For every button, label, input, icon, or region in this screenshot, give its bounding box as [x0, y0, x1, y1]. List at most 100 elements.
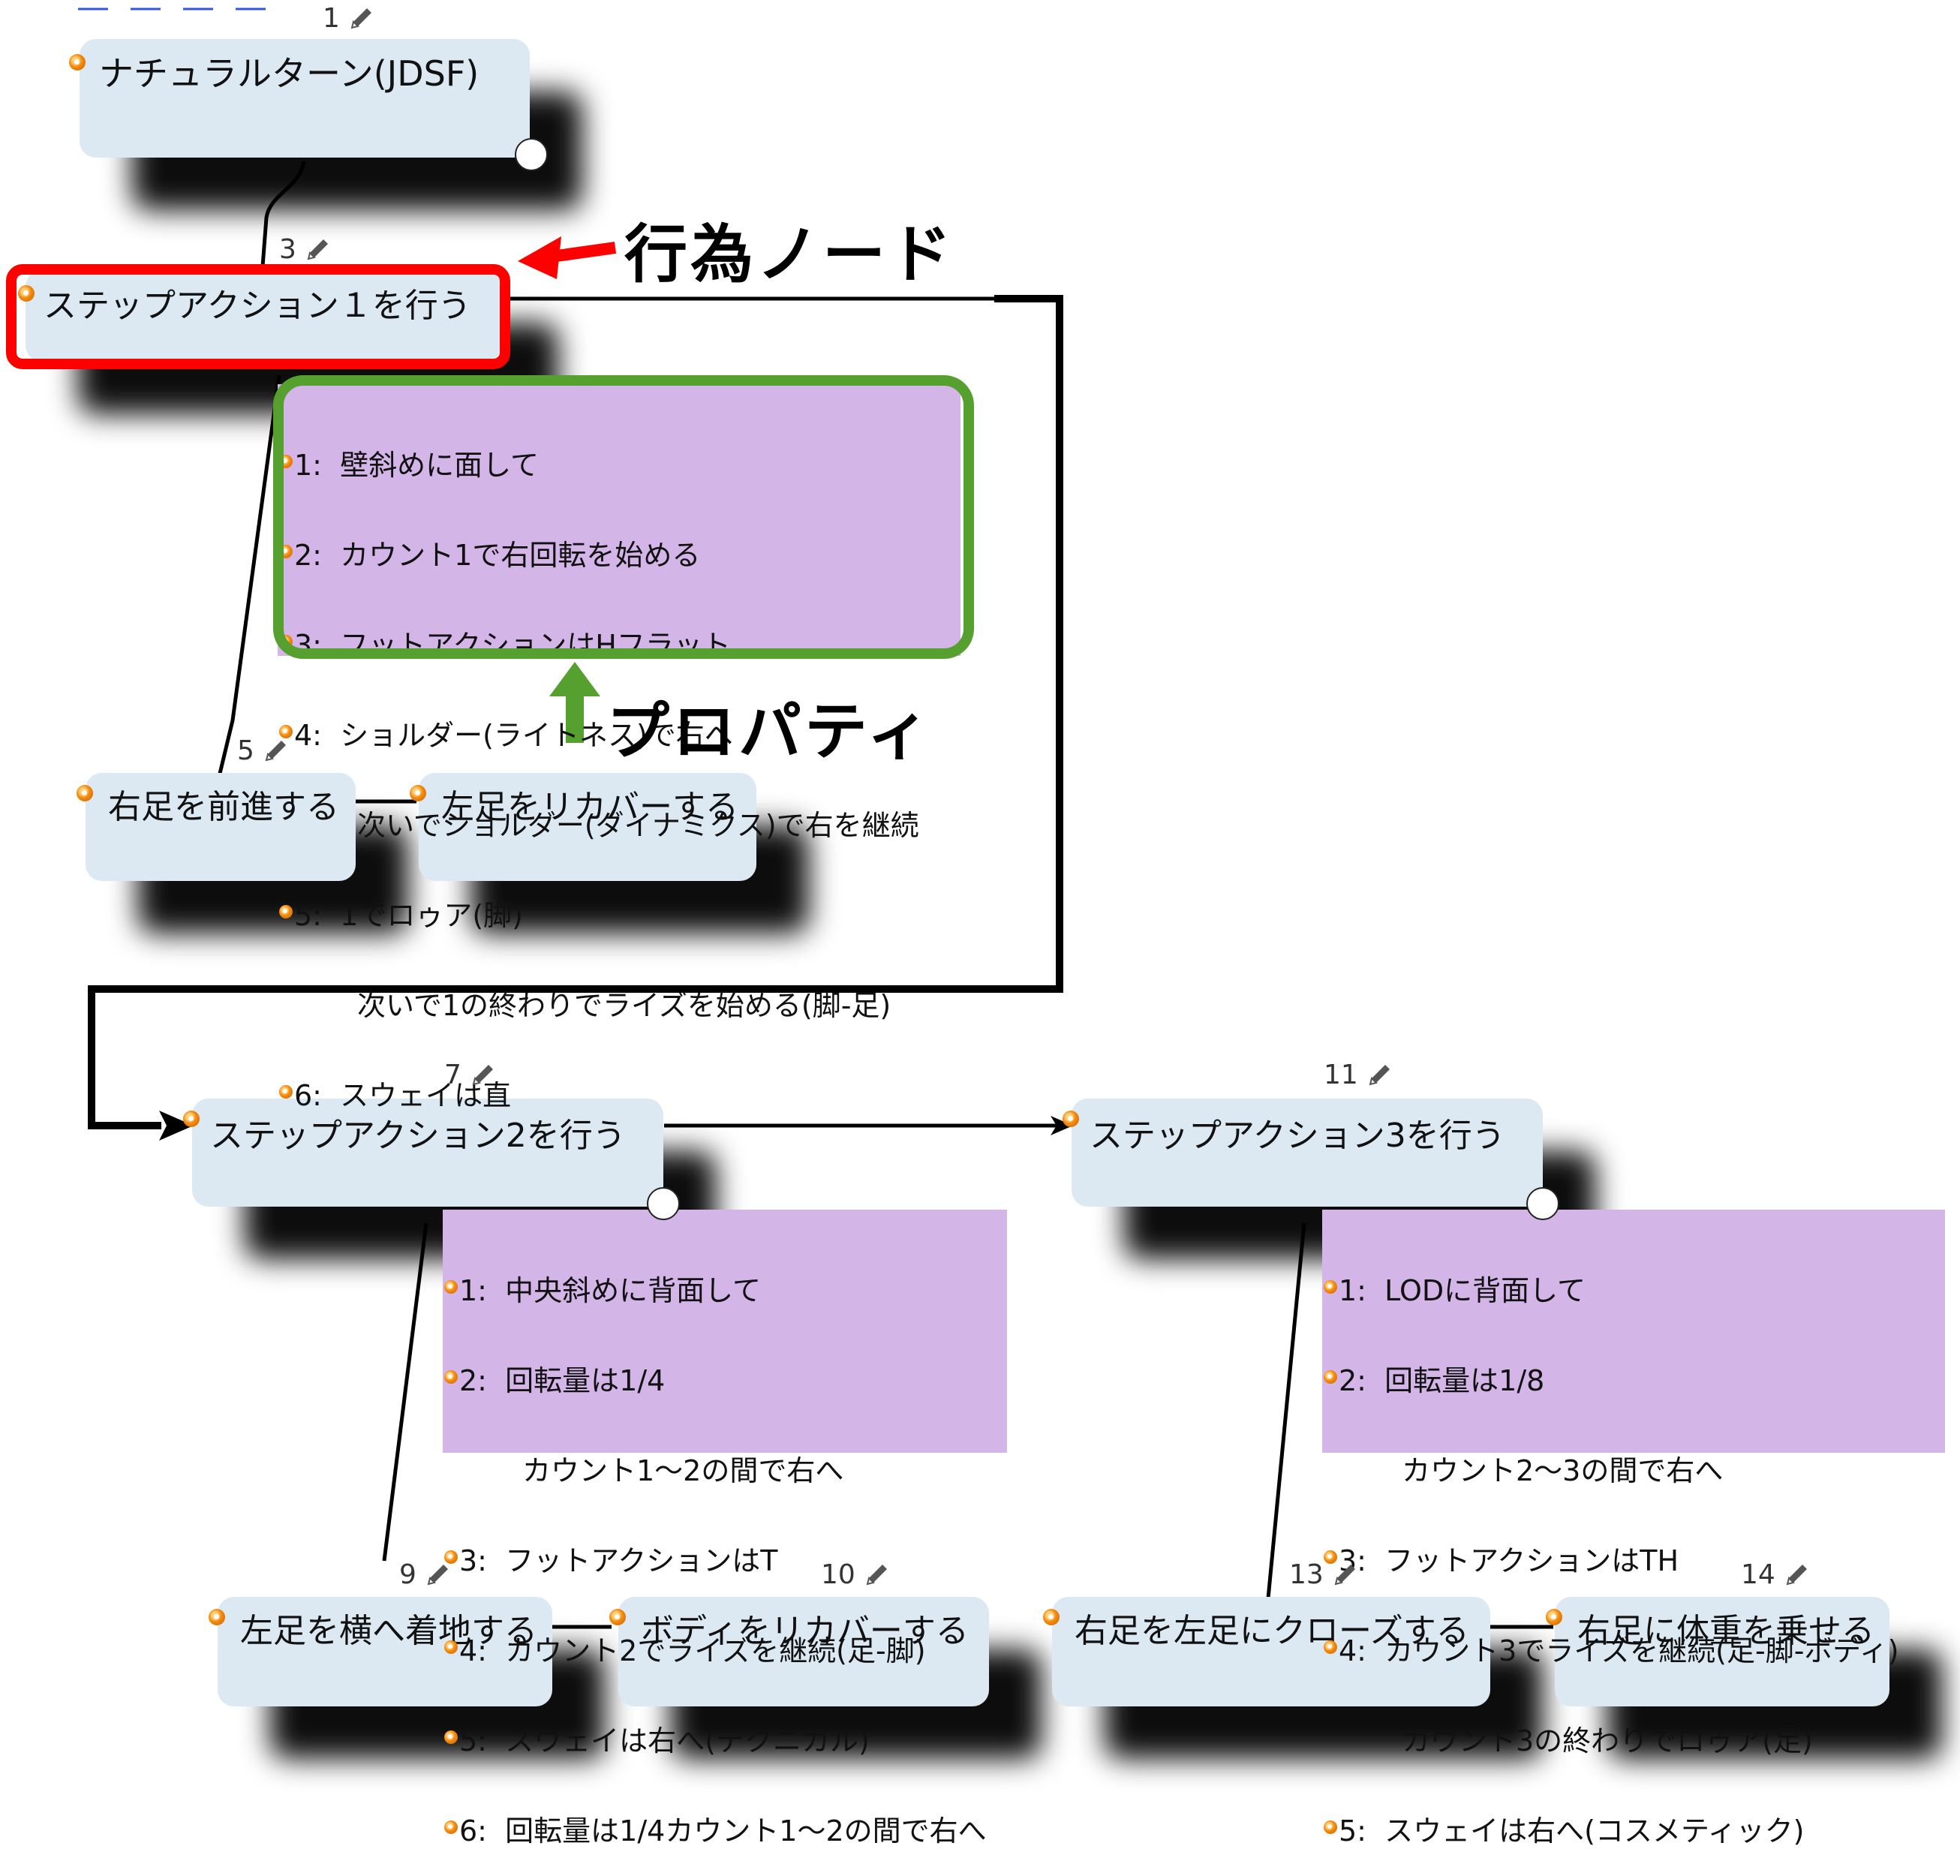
property-item: 4: カウント2でライズを継続(足-脚)	[444, 1636, 1000, 1666]
property-item-continuation: カウント1〜2の間で右へ	[522, 1454, 844, 1487]
node-right-close-label: 右足を左足にクローズする	[1075, 1612, 1469, 1650]
property-item: 1: LODに背面して	[1324, 1276, 1937, 1306]
collapse-handle-icon[interactable]	[647, 1187, 680, 1220]
property-panel-step1: 1: 壁斜めに面して 2: カウント1で右回転を始める 3: フットアクションは…	[278, 384, 960, 1111]
pencil-icon[interactable]	[1364, 1060, 1394, 1090]
property-item: 3: フットアクションはT	[444, 1546, 1000, 1576]
node-step1-label: ステップアクション１を行う	[44, 287, 471, 325]
node-status-icon	[1324, 1820, 1337, 1834]
red-arrow-icon	[550, 242, 617, 263]
node-status-icon	[1043, 1609, 1060, 1625]
property-panel-step2: 1: 中央斜めに背面して 2: 回転量は1/4 カウント1〜2の間で右へ 3: …	[443, 1210, 1007, 1846]
node-status-icon	[1324, 1640, 1337, 1654]
link-root-step1	[260, 161, 306, 267]
node-status-icon	[18, 285, 35, 302]
node-step1[interactable]: ステップアクション１を行う	[26, 270, 506, 362]
node-body-recover[interactable]: ボディをリカバーする	[618, 1597, 989, 1706]
link-step2-leftside	[382, 1222, 428, 1562]
action-node-highlight	[6, 264, 510, 369]
pencil-icon[interactable]	[1330, 1560, 1360, 1590]
node-status-icon	[444, 1640, 458, 1654]
node-step3[interactable]: ステップアクション3を行う	[1072, 1099, 1543, 1207]
green-arrow-shaft	[566, 690, 584, 743]
pencil-icon[interactable]	[260, 736, 290, 766]
node-step2-label: ステップアクション2を行う	[210, 1117, 626, 1155]
node-status-icon	[209, 1609, 225, 1625]
node-step2[interactable]: ステップアクション2を行う	[192, 1099, 663, 1207]
node-status-icon	[183, 1111, 200, 1127]
red-arrowhead	[518, 236, 561, 279]
property-item: 2: 回転量は1/4	[444, 1366, 1000, 1396]
property-item: 5: 1でロゥア(脚)	[279, 900, 953, 930]
property-item: 5: スウェイは右へ(コスメティック)	[1324, 1816, 1937, 1846]
node-status-icon	[609, 1609, 626, 1625]
node-weight-right[interactable]: 右足に体重を乗せる	[1555, 1597, 1889, 1706]
property-item: 4: カウント3でライズを継続(足-脚-ボディ)	[1324, 1636, 1937, 1666]
node-status-icon	[1324, 1550, 1337, 1564]
node-number-14: 14	[1741, 1559, 1811, 1590]
node-left-recover-label: 左足をリカバーする	[441, 788, 738, 826]
node-number-10: 10	[821, 1559, 891, 1590]
pencil-icon[interactable]	[861, 1560, 891, 1590]
collapse-handle-icon[interactable]	[1526, 1187, 1559, 1220]
property-item: 5: スウェイは右へ(テクニカル)	[444, 1726, 1000, 1756]
pencil-icon[interactable]	[302, 235, 332, 265]
pencil-icon[interactable]	[422, 1560, 452, 1590]
arrowhead-step2	[159, 1111, 194, 1141]
node-right-forward[interactable]: 右足を前進する	[86, 773, 356, 881]
property-item: 6: スウェイは直	[279, 1081, 953, 1111]
node-status-icon	[444, 1280, 458, 1294]
node-status-icon	[1546, 1609, 1562, 1625]
link-step1-step2-loop	[88, 295, 1063, 1129]
node-step3-label: ステップアクション3を行う	[1090, 1117, 1505, 1155]
property-item-continuation: カウント2〜3の間で右へ	[1402, 1454, 1724, 1487]
pencil-icon[interactable]	[346, 4, 376, 34]
property-item-continuation: 次いでショルダー(ダイナミクス)で右を継続	[357, 809, 919, 842]
node-left-side-land-label: 左足を横へ着地する	[240, 1612, 537, 1650]
property-item: 1: 中央斜めに背面して	[444, 1276, 1000, 1306]
node-status-icon	[444, 1550, 458, 1564]
property-item: 2: 回転量は1/8	[1324, 1366, 1937, 1396]
link-step3-rightclose	[1266, 1222, 1306, 1599]
property-highlight	[273, 375, 974, 659]
node-body-recover-label: ボディをリカバーする	[641, 1612, 969, 1650]
node-number-11: 11	[1324, 1060, 1394, 1090]
top-cut-link	[78, 0, 273, 11]
annotation-action-node: 行為ノード	[624, 218, 955, 291]
node-number-7: 7	[444, 1060, 498, 1090]
node-root-label: ナチュラルターン(JDSF)	[99, 53, 479, 94]
node-status-icon	[69, 54, 86, 71]
node-status-icon	[444, 1370, 458, 1384]
property-item: 3: フットアクションはTH	[1324, 1546, 1937, 1576]
node-root[interactable]: ナチュラルターン(JDSF)	[80, 39, 530, 158]
node-status-icon	[1324, 1280, 1337, 1294]
node-status-icon	[1324, 1370, 1337, 1384]
node-number-1: 1	[323, 3, 376, 34]
green-arrowhead-icon	[549, 662, 600, 696]
node-number-5: 5	[237, 735, 290, 766]
node-status-icon	[279, 1085, 293, 1099]
node-status-icon	[1063, 1111, 1079, 1127]
node-right-forward-label: 右足を前進する	[108, 788, 339, 826]
node-number-3: 3	[279, 234, 332, 265]
pencil-icon[interactable]	[467, 1060, 498, 1090]
annotation-property: プロパティ	[606, 695, 933, 768]
pencil-icon[interactable]	[1781, 1560, 1811, 1590]
node-status-icon	[444, 1730, 458, 1744]
node-number-9: 9	[399, 1559, 452, 1590]
collapse-handle-icon[interactable]	[515, 138, 548, 171]
node-right-close[interactable]: 右足を左足にクローズする	[1052, 1597, 1490, 1706]
node-status-icon	[77, 785, 93, 801]
arrowhead-step3	[1051, 1116, 1073, 1135]
node-status-icon	[444, 1820, 458, 1834]
property-panel-step3: 1: LODに背面して 2: 回転量は1/8 カウント2〜3の間で右へ 3: フ…	[1322, 1210, 1945, 1846]
node-left-side-land[interactable]: 左足を横へ着地する	[218, 1597, 552, 1706]
node-left-recover[interactable]: 左足をリカバーする	[419, 773, 756, 881]
property-item: 4: ショルダー(ライトネス)で右へ	[279, 720, 953, 750]
property-item-continuation: カウント3の終わりでロゥア(足)	[1402, 1724, 1813, 1757]
connector-lines	[88, 161, 1553, 1629]
node-status-icon	[279, 725, 293, 738]
node-number-13: 13	[1289, 1559, 1360, 1590]
link-step1-rightforward	[217, 374, 281, 777]
node-weight-right-label: 右足に体重を乗せる	[1577, 1612, 1874, 1650]
